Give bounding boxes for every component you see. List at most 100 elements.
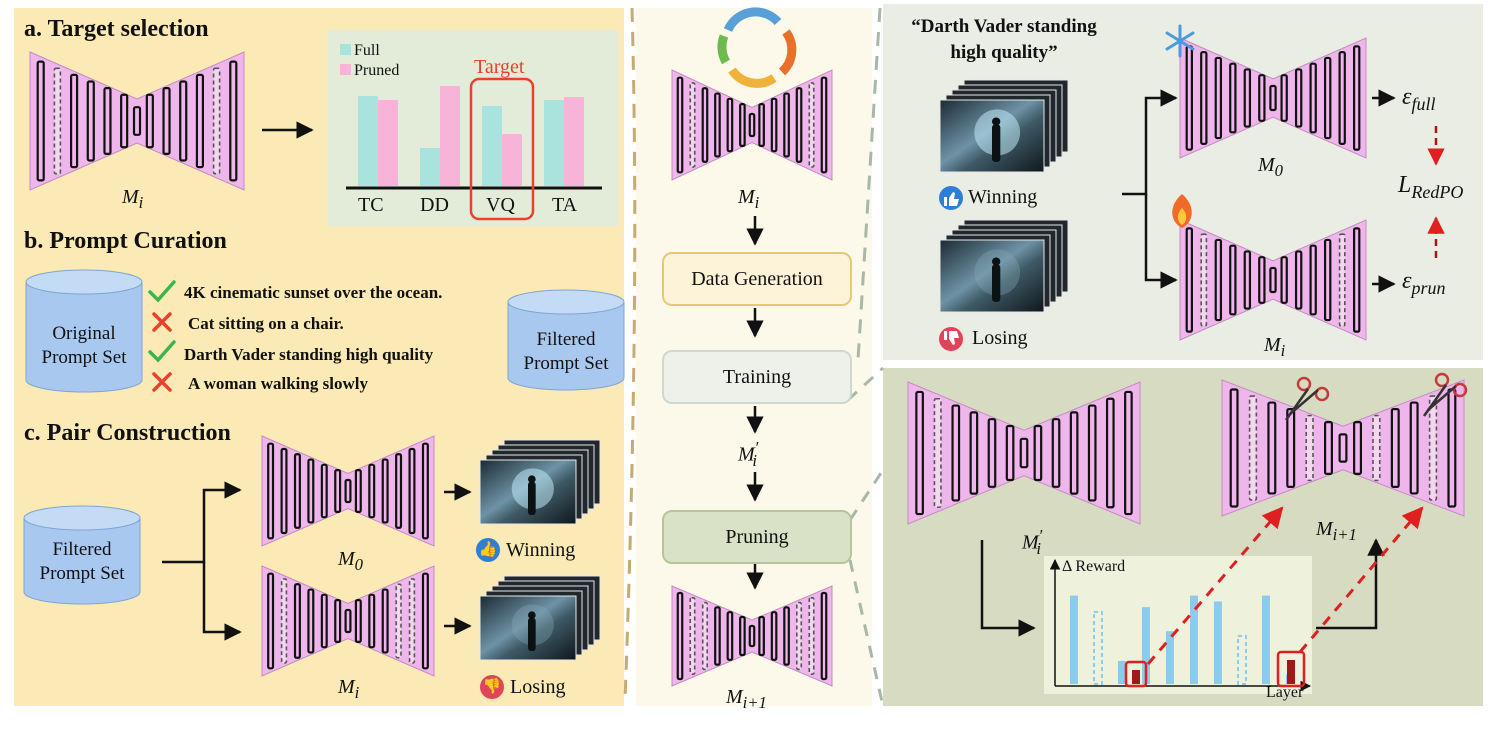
category-label-vq: VQ <box>486 194 515 216</box>
branch-to-frozen <box>1122 89 1178 196</box>
reward-y-label: Δ Reward <box>1062 558 1126 575</box>
model-layer <box>195 73 205 169</box>
model-layer <box>1305 414 1314 482</box>
model-layer <box>421 442 429 540</box>
model-layer <box>820 591 828 681</box>
model-layer <box>676 76 684 174</box>
model-layer <box>1294 68 1303 128</box>
model-layer <box>1323 421 1333 475</box>
model-layer <box>368 593 376 649</box>
bar-pruned-vq <box>502 134 522 186</box>
model-layer <box>1051 418 1061 488</box>
model-layer <box>267 442 275 540</box>
model-layer <box>53 67 62 175</box>
model-layer <box>1258 74 1266 122</box>
model-layer <box>770 611 778 661</box>
model-layer <box>1005 424 1015 482</box>
filtered-prompt-set-cylinder-b <box>507 289 625 391</box>
thumbs-down-icon <box>939 327 963 351</box>
reward-bar-7 <box>1214 601 1222 684</box>
legend-pruned-swatch <box>340 64 351 75</box>
model-layer <box>1323 56 1332 140</box>
separator-pruning-link-2 <box>848 559 885 707</box>
model-layer <box>1280 256 1288 304</box>
model-bottleneck <box>748 624 756 648</box>
model-layer <box>368 463 376 519</box>
model-layer <box>1258 256 1266 304</box>
category-label-ta: TA <box>552 194 578 216</box>
model-bottleneck <box>1269 84 1277 112</box>
model-layer <box>1294 250 1303 310</box>
step-data-generation: Data Generation <box>662 252 852 306</box>
model-layer <box>1267 401 1277 495</box>
model-layer <box>307 588 315 654</box>
model-body <box>1179 219 1367 341</box>
model-layer <box>1033 424 1043 482</box>
winning-label-right: Winning <box>968 186 1038 208</box>
model-layer <box>915 390 924 516</box>
model-label-mi-a: Mi <box>122 186 144 212</box>
model-layer <box>808 596 815 675</box>
model-layer <box>354 598 362 643</box>
model-mi-pipeline-top <box>671 69 833 181</box>
lowest-reward-highlight-1 <box>1124 660 1148 688</box>
category-label-dd: DD <box>420 194 449 216</box>
model-layer <box>808 82 815 168</box>
model-bottleneck <box>1338 433 1348 463</box>
model-layer <box>1352 45 1361 151</box>
model-layer <box>212 67 221 175</box>
legend-pruned-label: Pruned <box>354 62 400 79</box>
model-layer <box>1286 408 1296 488</box>
model-layer <box>395 453 403 529</box>
reward-bar-4 <box>1142 607 1150 684</box>
video-figure-head <box>992 117 1001 126</box>
model-layer <box>739 615 746 657</box>
model-bottleneck <box>1269 266 1277 294</box>
scissors-icon <box>1284 376 1330 421</box>
model-layer <box>280 447 288 535</box>
model-layer <box>280 578 288 664</box>
lowest-reward-bar-1 <box>1132 670 1140 684</box>
model-label-mi-c: Mi <box>338 676 360 702</box>
model-layer <box>1185 227 1194 333</box>
model-layer <box>36 60 45 182</box>
model-layer <box>969 411 979 495</box>
model-label-mi-trainable: Mi <box>1264 334 1286 360</box>
model-layer <box>783 606 790 666</box>
model-bottleneck <box>132 106 142 136</box>
filtered-prompt-set-cylinder-c <box>23 505 141 605</box>
video-figure-head <box>992 257 1001 266</box>
winning-label-c: Winning <box>506 539 576 561</box>
model-layer <box>395 583 402 659</box>
model-layer <box>145 93 154 149</box>
bar-full-vq <box>482 106 502 186</box>
thumbs-up-icon <box>939 186 963 210</box>
model-label-m0-frozen: M0 <box>1258 154 1283 180</box>
reward-bar-2 <box>1093 611 1103 685</box>
legend-full-swatch <box>340 44 351 55</box>
checkmark-icon <box>148 280 176 303</box>
model-layer <box>267 572 275 670</box>
model-body <box>671 585 833 687</box>
model-layer <box>1309 62 1317 134</box>
losing-label-right: Losing <box>972 327 1028 349</box>
model-layer <box>1428 395 1438 501</box>
model-layer <box>701 87 709 163</box>
video-figure <box>528 481 536 516</box>
model-bottleneck <box>344 478 352 504</box>
model-layer <box>758 102 765 147</box>
model-layer <box>1087 404 1097 502</box>
model-body <box>1221 379 1465 517</box>
model-mi-section-c <box>261 565 435 677</box>
model-body <box>671 69 833 181</box>
model-bottleneck <box>1019 437 1029 469</box>
reward-chart-background <box>1044 556 1312 694</box>
cycle-icon <box>717 7 797 88</box>
losing-video-stack-right <box>939 219 1069 313</box>
model-body <box>261 565 435 677</box>
model-layer <box>334 469 342 514</box>
eps-prun-label: εprun <box>1402 268 1446 298</box>
model-layer <box>1248 395 1258 501</box>
cross-icon <box>152 372 172 392</box>
